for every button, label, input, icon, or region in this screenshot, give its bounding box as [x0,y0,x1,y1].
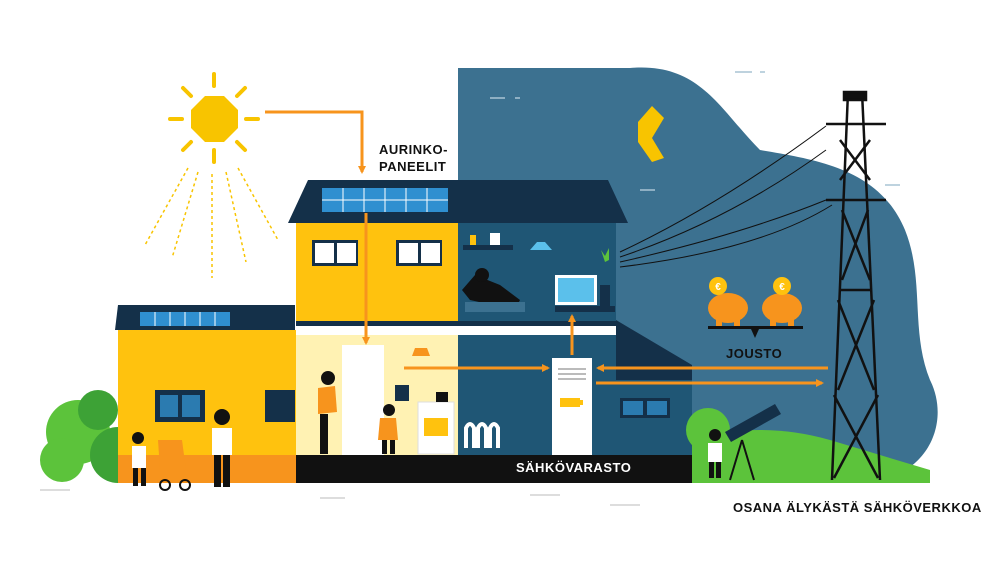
energy-flow-arrows [265,110,828,387]
adult-at-fridge [318,371,337,454]
small-house [115,305,296,483]
energy-storage-label: SÄHKÖVARASTO [516,460,632,475]
power-tower-icon [826,90,886,481]
upper-left-room [296,223,458,328]
euro-coin-right: € [779,282,785,293]
telescope-icon [725,404,781,442]
solar-panels-label-line1: AURINKO- [379,142,448,157]
tv-icon [555,275,597,305]
child-in-kitchen [378,404,398,454]
annex-house [616,320,692,455]
fridge [342,345,384,455]
person-on-sofa [462,268,525,312]
euro-coin-left: € [715,282,721,293]
power-lines [619,125,833,268]
child-with-telescope [708,404,781,481]
radiator-icon [464,422,500,448]
storage-floor [296,455,692,483]
trees-left [40,390,146,483]
stroller-icon [158,440,186,470]
solar-panel-icon [322,188,448,212]
sun-to-panel-arrow [265,110,366,174]
night-stars [490,71,900,191]
ceiling-lamp-icon [530,242,552,250]
sun-icon [144,72,279,278]
crescent-moon-icon [638,106,664,162]
plant-icon [601,248,609,262]
smart-grid-label: OSANA ÄLYKÄSTÄ SÄHKÖVERKKOA [733,500,982,515]
solar-panels-label-line2: PANEELIT [379,159,447,174]
utility-room [458,335,616,455]
ground-marks [40,489,640,506]
kitchen-lamp-icon [412,348,430,356]
battery-storage-icon [552,358,592,455]
piggy-bank-icon [708,277,803,338]
flexibility-label: JOUSTO [726,346,783,361]
solar-panels-label: AURINKO- PANEELIT [379,141,448,175]
coffee-maker-icon [395,385,409,401]
family-with-stroller [132,409,232,491]
